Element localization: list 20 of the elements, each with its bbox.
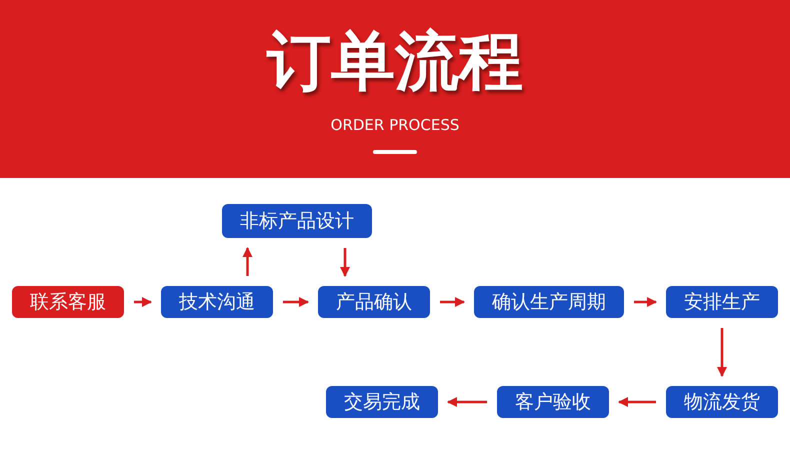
arrow [447,397,487,407]
arrow [717,328,727,377]
arrow [440,297,465,307]
arrow [283,297,309,307]
start-box: 联系客服 [12,286,124,318]
subtitle: ORDER PROCESS [330,115,460,135]
process-box: 确认生产周期 [474,286,624,318]
process-box: 安排生产 [666,286,778,318]
arrow [618,397,656,407]
process-box: 交易完成 [326,386,438,418]
arrow [340,248,350,277]
title: 订单流程 [265,24,524,101]
process-box: 产品确认 [318,286,430,318]
process-box: 技术沟通 [161,286,273,318]
arrow [134,297,152,307]
process-box: 客户验收 [497,386,609,418]
process-box: 非标产品设计 [222,204,372,238]
arrow [242,247,252,276]
arrow [634,297,657,307]
process-box: 物流发货 [666,386,778,418]
